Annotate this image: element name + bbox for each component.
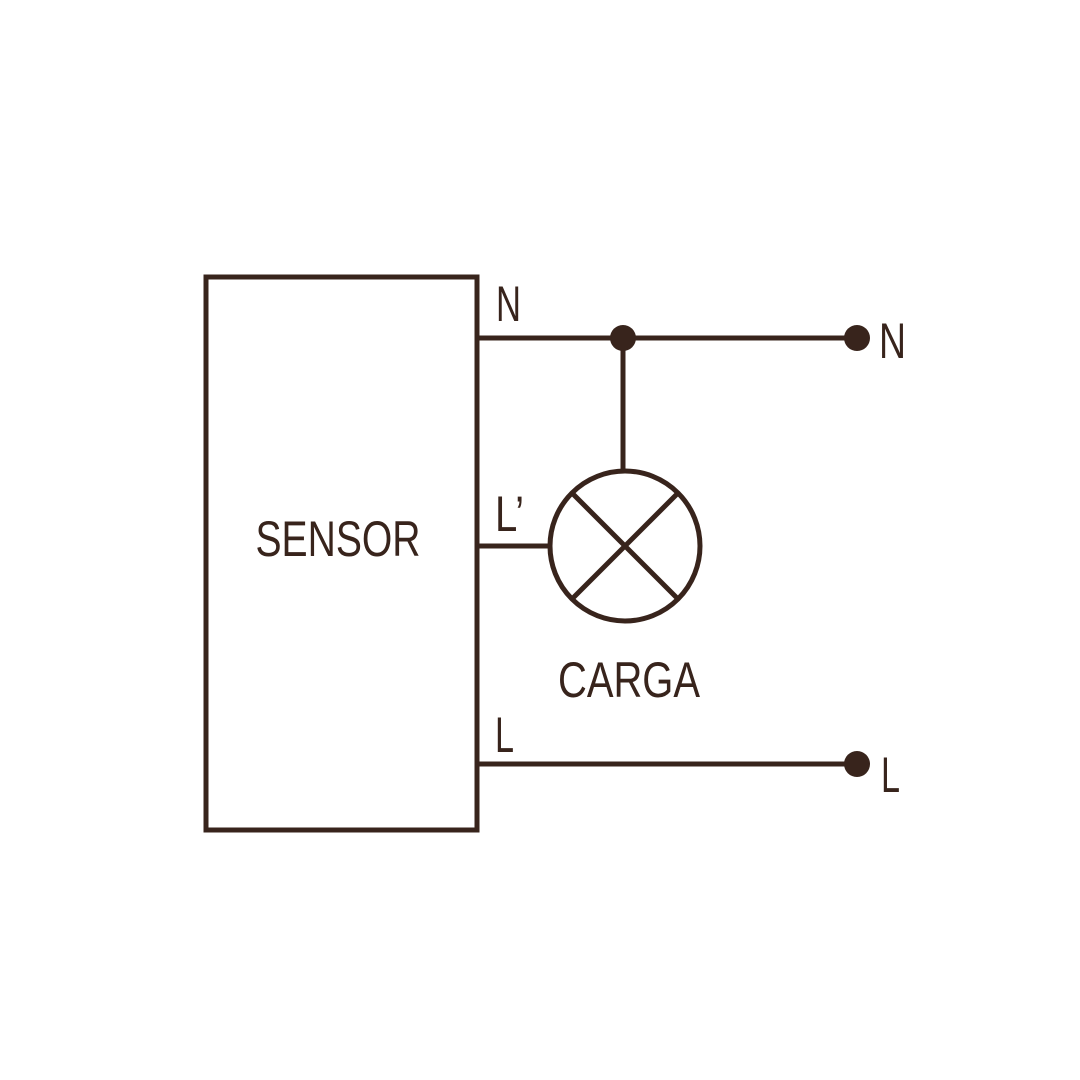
sensor-label: SENSOR <box>256 511 421 567</box>
load-label: CARGA <box>558 652 701 708</box>
load-lamp-icon <box>547 468 703 624</box>
sensor-terminal-l-label: L <box>495 707 514 763</box>
sensor-terminal-lprime-label: L’ <box>495 486 524 542</box>
supply-live-terminal-dot <box>844 751 870 777</box>
supply-live-label: L <box>881 747 900 803</box>
supply-neutral-terminal-dot <box>844 325 870 351</box>
sensor-box <box>203 274 480 833</box>
supply-neutral-label: N <box>879 313 906 369</box>
lamp-circle <box>547 468 703 624</box>
lamp-cross-line-2 <box>570 491 680 601</box>
sensor-terminal-n-label: N <box>496 276 521 332</box>
